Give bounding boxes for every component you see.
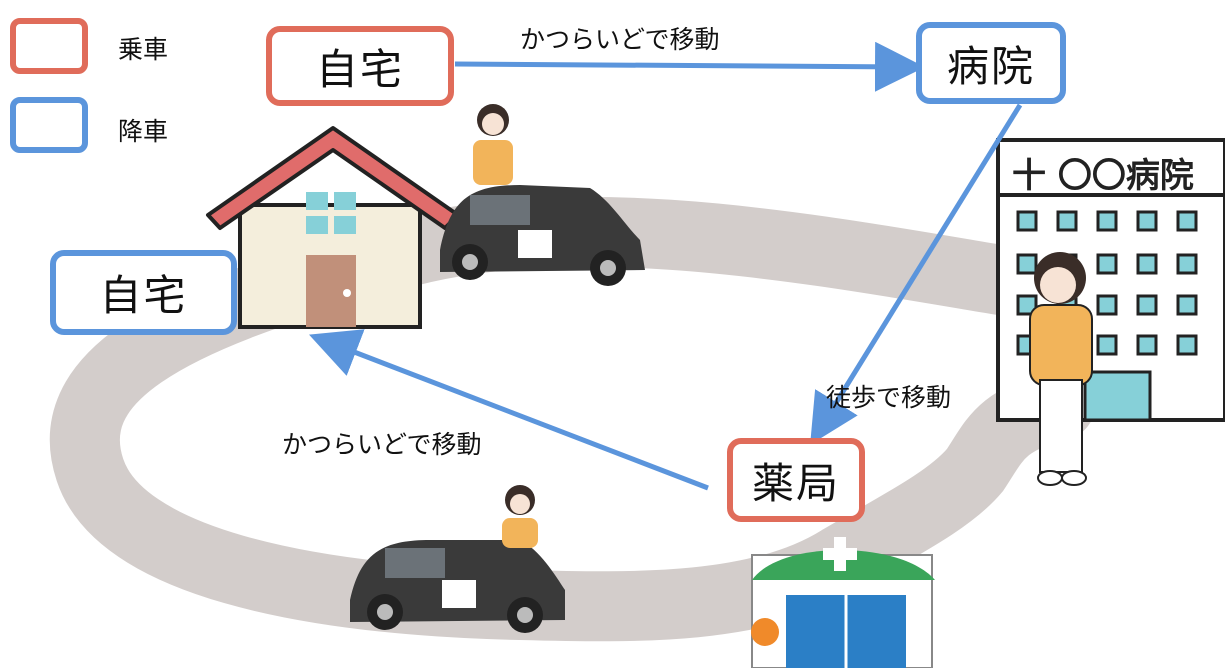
walking-person-icon bbox=[1029, 252, 1093, 486]
edge-label-hospital-to-pharmacy: 徒歩で移動 bbox=[826, 383, 952, 412]
taxi-car-icon bbox=[440, 185, 645, 286]
taxi-car-icon bbox=[350, 540, 565, 633]
passenger-person-icon bbox=[473, 104, 513, 185]
node-home-start-label: 自宅 bbox=[315, 44, 404, 94]
passenger-person-icon bbox=[502, 485, 538, 548]
legend-label-alight: 降車 bbox=[118, 117, 169, 146]
node-pharmacy-label: 薬局 bbox=[751, 458, 840, 508]
node-home-end-label: 自宅 bbox=[99, 271, 188, 320]
legend-swatch-alight bbox=[10, 97, 88, 153]
arrow-pharmacy-to-home bbox=[308, 329, 709, 491]
node-hospital-label: 病院 bbox=[946, 41, 1035, 91]
arrow-hospital-to-pharmacy bbox=[810, 103, 1023, 445]
house-icon bbox=[206, 126, 460, 329]
edge-label-home-to-hospital: かつらいどで移動 bbox=[520, 25, 720, 54]
node-pharmacy: 薬局 bbox=[727, 438, 865, 522]
legend-swatch-board bbox=[10, 18, 88, 74]
hospital-sign: 十 〇〇病院 bbox=[1012, 156, 1194, 196]
node-hospital: 病院 bbox=[916, 22, 1066, 104]
legend-label-board: 乗車 bbox=[118, 35, 169, 64]
node-home-end: 自宅 bbox=[50, 250, 237, 335]
edge-label-pharmacy-to-home: かつらいどで移動 bbox=[282, 430, 482, 459]
pharmacy-building-icon bbox=[751, 537, 935, 668]
arrow-home-to-hospital bbox=[454, 41, 925, 92]
node-home-start: 自宅 bbox=[266, 26, 454, 106]
